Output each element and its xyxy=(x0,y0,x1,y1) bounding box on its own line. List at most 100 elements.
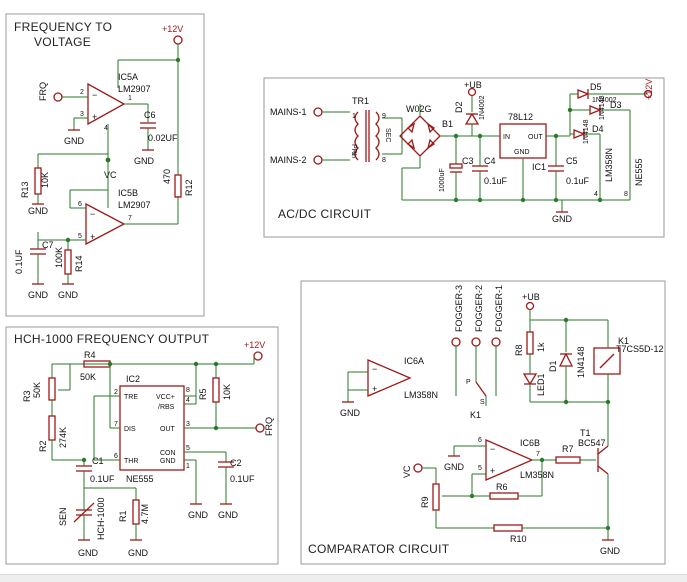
acdc-mains1-label: MAINS-1 xyxy=(270,107,307,117)
comp-ub-label: +UB xyxy=(522,292,540,302)
acdc-lm358-label: LM358N xyxy=(604,148,614,182)
fv-gnd1-label: GND xyxy=(64,136,85,146)
comp-pin-7: 7 xyxy=(536,451,540,458)
acdc-c3-label: C3 xyxy=(462,156,474,166)
fv-vc-label: VC xyxy=(104,170,117,180)
fv-lm2907b-label: LM2907 xyxy=(118,200,151,210)
acdc-w02g-label: W02G xyxy=(406,104,432,114)
fv-lm2907a-label: LM2907 xyxy=(118,84,151,94)
comp-r6-label: R6 xyxy=(496,482,508,492)
hch-thr-pin: THR xyxy=(124,458,138,465)
acdc-sec-label: SEC xyxy=(384,128,391,142)
comp-gnd2-label: GND xyxy=(444,462,465,472)
hch-c2-label: C2 xyxy=(230,458,242,468)
fv-r13-value: 10K xyxy=(40,172,50,188)
fv-pin-7: 7 xyxy=(128,215,132,222)
comp-r8-label: R8 xyxy=(514,344,524,356)
fv-pin-1: 1 xyxy=(128,95,132,102)
comp-bc547-label: BC547 xyxy=(578,438,606,448)
acdc-b1-label: B1 xyxy=(442,119,453,129)
hch-pin-7: 7 xyxy=(114,421,118,428)
comp-vc-label: VC xyxy=(402,465,412,478)
acdc-t9-pin: 9 xyxy=(382,113,386,120)
fv-pin-2: 2 xyxy=(80,89,84,96)
hch-dis-pin: DIS xyxy=(124,426,136,433)
fv-pin-4: 4 xyxy=(104,125,108,132)
hch-circuit xyxy=(48,351,265,541)
comp-d1-value: 1N4148 xyxy=(576,346,586,378)
hch-hch1000-label: HCH-1000 xyxy=(96,497,106,540)
acdc-tr1-label: TR1 xyxy=(352,96,369,106)
hch-pin-6: 6 xyxy=(114,453,118,460)
acdc-pri-label: PRI xyxy=(350,144,357,156)
hch-r4-value: 50K xyxy=(80,372,96,382)
fv-ic5a-label: IC5A xyxy=(118,72,138,82)
svg-text:−: − xyxy=(372,364,377,374)
acdc-pin-8: 8 xyxy=(624,191,628,198)
fv-r13-label: R13 xyxy=(20,181,30,198)
fv-gnd2-label: GND xyxy=(134,156,155,166)
comp-r9-label: R9 xyxy=(420,496,430,508)
hch-pin-3: 3 xyxy=(186,421,190,428)
acdc-t5-pin: 5 xyxy=(352,153,356,160)
comp-p-label: P xyxy=(466,379,471,386)
fv-ic5b-label: IC5B xyxy=(118,188,138,198)
acdc-d3-value: 1N4148 xyxy=(599,95,606,120)
acdc-c3-value: 1000uF xyxy=(439,168,446,192)
fv-c6-value: 0.02UF xyxy=(148,133,178,143)
hch-r5-label: R5 xyxy=(198,388,208,400)
hch-pin-2: 2 xyxy=(114,389,118,396)
hch-gnd4-label: GND xyxy=(218,510,239,520)
fv-gnd5-label: GND xyxy=(58,290,79,300)
comp-k1-value: T7CS5D-12 xyxy=(616,344,664,354)
fv-frq-label: FRQ xyxy=(38,82,48,101)
hch-con-pin: CON xyxy=(160,450,176,457)
hch-frq-label: FRQ xyxy=(264,417,274,436)
comp-fogger3-label: FOGGER-3 xyxy=(454,285,464,332)
hch-c1-value: 0.1UF xyxy=(90,474,115,484)
hch-rbs-pin: /RBS xyxy=(158,404,175,411)
acdc-reg-label: 78L12 xyxy=(508,112,533,122)
comp-r7-label: R7 xyxy=(562,444,574,454)
hch-r5-value: 10K xyxy=(222,384,232,400)
acdc-reg-out: OUT xyxy=(528,134,544,141)
hch-r2-value: 274K xyxy=(58,427,68,448)
svg-text:+: + xyxy=(92,112,97,122)
hch-c1-label: C1 xyxy=(92,456,104,466)
acdc-title: AC/DC CIRCUIT xyxy=(278,207,372,221)
fv-pin-3: 3 xyxy=(80,111,84,118)
comp-r10-label: R10 xyxy=(510,534,527,544)
comp-led-label: LED1 xyxy=(536,373,546,396)
acdc-t1-pin: 1 xyxy=(352,113,356,120)
hch-r3-value: 50K xyxy=(32,382,42,398)
window-bottom-bar xyxy=(0,574,687,582)
acdc-pin-4: 4 xyxy=(594,191,598,198)
acdc-d4-value: 1N4148 xyxy=(583,119,590,144)
hch-r2-label: R2 xyxy=(38,440,48,452)
hch-ne555-label: NE555 xyxy=(126,474,154,484)
hch-ic2-label: IC2 xyxy=(126,374,140,384)
acdc-panel-frame xyxy=(263,77,665,238)
acdc-12v-label: +12V xyxy=(644,79,654,100)
hch-panel-frame xyxy=(5,326,279,565)
hch-gnd2-label: GND xyxy=(128,548,149,558)
fv-pin-5: 5 xyxy=(78,233,82,240)
fv-title-line1: FREQUENCY TO xyxy=(14,20,112,34)
hch-r1-value: 4.7M xyxy=(140,504,150,524)
comp-fogger1-label: FOGGER-1 xyxy=(494,285,504,332)
acdc-circuit xyxy=(313,87,653,213)
hch-pin-5: 5 xyxy=(186,445,190,452)
hch-sen-label: SEN xyxy=(58,507,68,526)
fv-pin-6: 6 xyxy=(78,201,82,208)
fv-r12-label: R12 xyxy=(184,179,194,196)
acdc-ic1-label: IC1 xyxy=(532,162,546,172)
acdc-reg-in: IN xyxy=(503,134,510,141)
comp-lm358b-label: LM358N xyxy=(520,470,554,480)
comp-pin-6: 6 xyxy=(478,437,482,444)
comp-k1-label: K1 xyxy=(618,336,629,346)
fv-c7-label: C7 xyxy=(42,240,54,250)
hch-gnd-pin: GND xyxy=(160,458,176,465)
hch-r1-label: R1 xyxy=(118,510,128,522)
comp-fogger2-label: FOGGER-2 xyxy=(474,285,484,332)
